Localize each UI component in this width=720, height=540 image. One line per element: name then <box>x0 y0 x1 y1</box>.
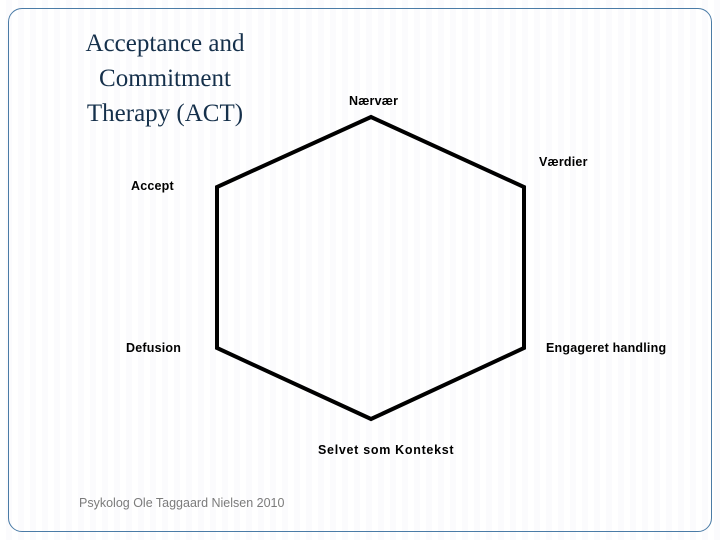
node-label-naervaer: Nærvær <box>349 94 399 108</box>
slide-border-frame <box>8 8 712 532</box>
node-label-defusion: Defusion <box>126 341 182 355</box>
author-credit: Psykolog Ole Taggaard Nielsen 2010 <box>79 496 285 510</box>
page-title: Acceptance and Commitment Therapy (ACT) <box>85 30 245 127</box>
node-label-selvet-som-kontekst: Selvet som Kontekst <box>318 443 455 457</box>
node-label-vaerdier: Værdier <box>539 155 588 169</box>
node-label-engageret-handling: Engageret handling <box>546 341 667 355</box>
node-label-accept: Accept <box>131 179 174 193</box>
